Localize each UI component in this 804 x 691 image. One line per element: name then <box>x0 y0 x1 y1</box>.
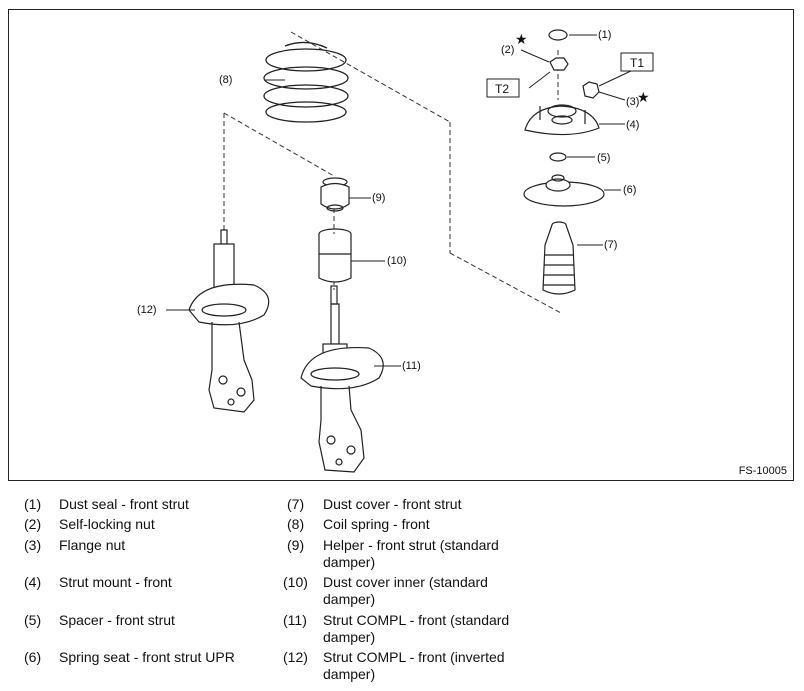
legend-num: (11) <box>283 612 307 628</box>
star-icon: ★ <box>515 31 528 47</box>
legend-text: Coil spring - front <box>323 516 430 532</box>
dust-seal <box>548 29 568 41</box>
legend-num: (2) <box>24 516 42 532</box>
leader-lines <box>166 34 634 367</box>
callout-7: (7) <box>604 239 617 251</box>
torque-box-t2 <box>486 78 520 98</box>
legend-num: (4) <box>24 574 42 590</box>
helper <box>320 177 350 212</box>
exploded-view-diagram: (1) (2) (3) (4) (5) (6) (7) (8) (9) (10)… <box>137 29 654 473</box>
legend-num: (5) <box>24 612 42 628</box>
legend-text: Strut COMPL - front (inverted damper) <box>323 649 505 682</box>
torque-box-t1 <box>620 52 654 72</box>
strut-inverted <box>188 229 270 413</box>
legend-num: (8) <box>287 516 305 532</box>
diagram-frame: (1) (2) (3) (4) (5) (6) (7) (8) (9) (10)… <box>8 9 794 481</box>
legend-num: (1) <box>24 496 42 512</box>
legend-text: Dust cover - front strut <box>323 496 462 512</box>
legend-num: (9) <box>287 537 305 553</box>
callout-10: (10) <box>387 255 407 267</box>
callout-12: (12) <box>137 304 157 316</box>
legend-text: Self-locking nut <box>59 516 155 532</box>
legend-text: Spacer - front strut <box>59 612 175 628</box>
legend-num: (6) <box>24 649 42 665</box>
legend-text: Strut mount - front <box>59 574 172 590</box>
legend-num: (7) <box>287 496 305 512</box>
coil-spring <box>263 41 349 123</box>
torque-label-t1: T1 <box>630 56 644 70</box>
self-locking-nut <box>549 57 569 71</box>
callout-9: (9) <box>372 192 385 204</box>
callout-4: (4) <box>626 119 639 131</box>
dust-cover <box>542 221 576 295</box>
legend-text: Strut COMPL - front (standard damper) <box>323 612 510 645</box>
legend-num: (10) <box>283 574 308 590</box>
star-icon: ★ <box>637 89 650 105</box>
legend-text: Dust cover inner (standard damper) <box>323 574 488 607</box>
callout-1: (1) <box>598 29 611 41</box>
legend-num: (3) <box>24 537 42 553</box>
figure-code: FS-10005 <box>738 465 787 477</box>
spacer <box>549 152 567 162</box>
strut-standard <box>300 303 384 473</box>
callout-2: (2) <box>501 44 514 56</box>
legend-text: Dust seal - front strut <box>59 496 189 512</box>
callout-6: (6) <box>623 184 636 196</box>
spring-seat <box>523 174 605 207</box>
callout-11: (11) <box>402 360 421 372</box>
legend-text: Spring seat - front strut UPR <box>59 649 235 665</box>
callout-5: (5) <box>597 152 610 164</box>
torque-label-t2: T2 <box>495 82 509 96</box>
callout-8: (8) <box>219 74 232 86</box>
legend-text: Helper - front strut (standard damper) <box>323 537 499 570</box>
legend-num: (12) <box>283 649 308 665</box>
callout-3: (3) <box>626 96 639 108</box>
legend-text: Flange nut <box>59 537 126 553</box>
strut-mount <box>524 104 600 136</box>
